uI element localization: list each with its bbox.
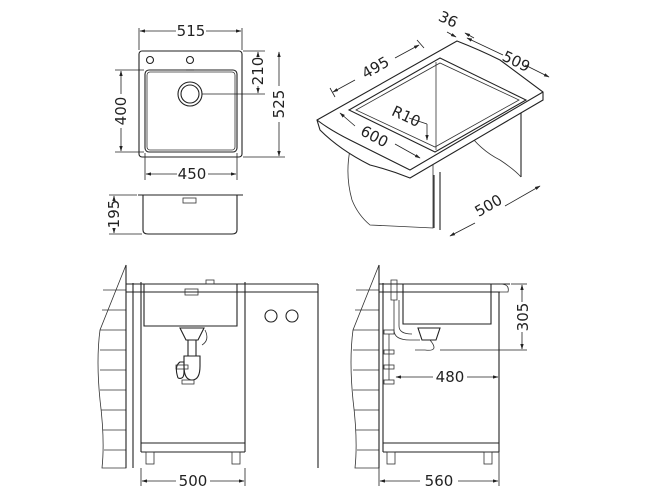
dim-cabinet-depth-iso: 500 xyxy=(472,191,506,221)
side-profile xyxy=(109,194,243,235)
dim-bowl-width: 450 xyxy=(178,165,207,183)
side-installation xyxy=(350,264,527,486)
dim-bowl-depth: 400 xyxy=(112,97,130,126)
top-view xyxy=(115,28,285,180)
dim-overall-depth: 525 xyxy=(270,90,288,119)
dim-cutout-width: 495 xyxy=(359,53,393,83)
overflow-hole-icon xyxy=(264,309,278,323)
tap-hole-icon xyxy=(185,55,195,65)
dim-bowl-height: 195 xyxy=(105,200,123,229)
isometric-cutout xyxy=(316,31,550,237)
dim-side-cabinet-depth: 560 xyxy=(425,472,454,490)
dim-overall-width: 515 xyxy=(177,22,206,40)
dim-front-cabinet-width: 500 xyxy=(179,472,208,490)
dim-lip: 36 xyxy=(436,7,461,31)
overflow-hole-icon xyxy=(285,309,299,323)
drain-icon xyxy=(177,81,203,107)
front-installation xyxy=(97,264,319,486)
dim-vertical-depth: 305 xyxy=(514,303,532,332)
tap-hole-icon xyxy=(145,55,155,65)
dim-drain-distance: 480 xyxy=(436,368,465,386)
dim-drain-offset: 210 xyxy=(249,57,267,86)
